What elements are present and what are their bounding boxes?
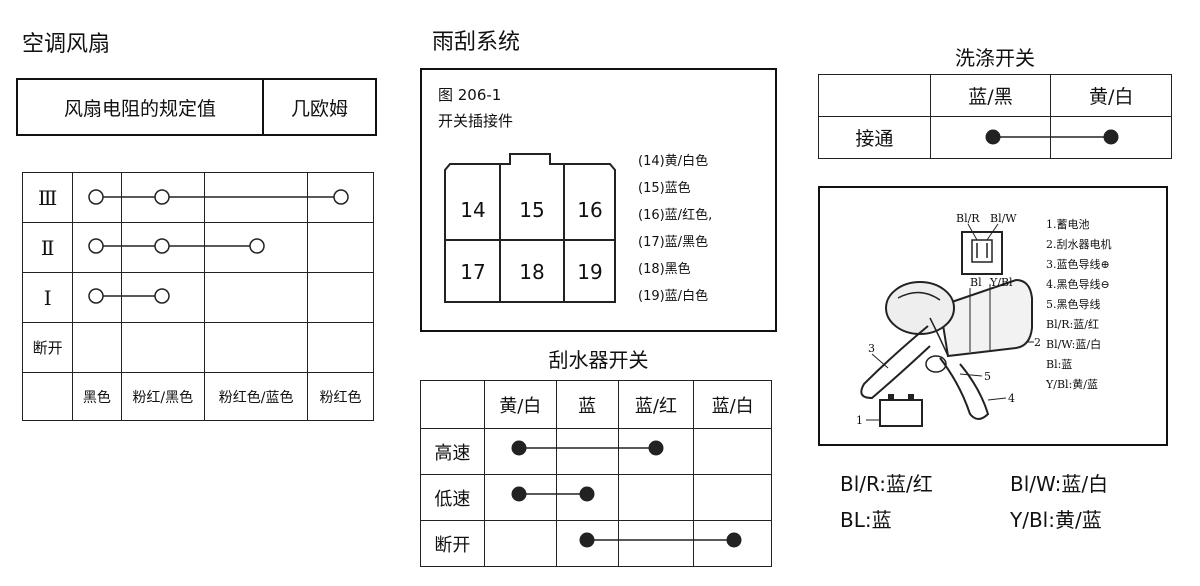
wire-code: Bl/R:蓝/红 <box>840 472 933 496</box>
closed-terminal-icon <box>985 129 1001 145</box>
callout-number: 5 <box>984 370 991 383</box>
wiper-row-label: 高速 <box>420 428 485 475</box>
fan-row-label: Ⅲ <box>21 172 74 223</box>
callout-number: 1 <box>856 414 863 427</box>
wiper-motor-icon <box>860 223 1034 427</box>
ac-fan-title: 空调风扇 <box>22 32 111 57</box>
fan-continuity-overlay <box>88 189 349 304</box>
fan-resistance-value: 几欧姆 <box>290 97 348 120</box>
wiper-motor-diagram: Bl/R Bl/W Bl Y/Bl 1 2 3 4 5 1.蓄电池 2.刮水器电… <box>818 186 1168 446</box>
pin-color: (14)黄/白色 <box>638 154 709 169</box>
closed-terminal-icon <box>1103 129 1119 145</box>
connector-pin: 19 <box>577 260 603 284</box>
open-terminal-icon <box>154 238 170 254</box>
pin-color: (19)蓝/白色 <box>638 289 709 304</box>
wiper-switch-title: 刮水器开关 <box>548 348 649 372</box>
open-terminal-icon <box>249 238 265 254</box>
fan-col-label: 黑色 <box>72 372 122 421</box>
callout-number: 4 <box>1008 392 1015 405</box>
wiper-switch-table: 黄/白 蓝 蓝/红 蓝/白 高速 低速 断开 <box>420 380 772 567</box>
wire-code: Bl/W:蓝/白 <box>1010 472 1109 496</box>
connector-pin: 18 <box>519 260 545 284</box>
figure-label: 图 206-1 <box>438 86 502 104</box>
pin-color: (16)蓝/红色, <box>638 208 713 223</box>
wire-label: Y/Bl <box>990 276 1013 289</box>
closed-terminal-icon <box>579 486 595 502</box>
connector-label: 开关插接件 <box>438 112 514 130</box>
washer-switch-table: 蓝/黑 黄/白 接通 <box>818 74 1172 159</box>
fan-col-label: 粉红/黑色 <box>120 372 206 421</box>
callout-number: 3 <box>868 342 875 355</box>
closed-terminal-icon <box>648 440 664 456</box>
fan-row-label: Ⅱ <box>21 222 74 273</box>
washer-continuity-overlay <box>985 129 1119 145</box>
connector-pin: 17 <box>460 260 486 284</box>
pin-color: (17)蓝/黑色 <box>638 235 709 250</box>
closed-terminal-icon <box>511 486 527 502</box>
connector-pin: 14 <box>460 198 486 222</box>
wiper-col-label: 蓝/白 <box>693 380 772 429</box>
wire-label: Bl/R <box>956 212 980 225</box>
open-terminal-icon <box>154 189 170 205</box>
fan-col-label: 粉红色/蓝色 <box>204 372 309 421</box>
wiper-col-label: 黄/白 <box>483 380 557 429</box>
open-terminal-icon <box>88 288 104 304</box>
wiper-row-label: 断开 <box>420 520 485 567</box>
legend-item: Y/Bl:黄/蓝 <box>1046 378 1098 391</box>
fan-switch-table: Ⅲ Ⅱ Ⅰ 断开 黑色 粉红/黑色 粉红色/蓝色 粉红色 <box>21 172 374 421</box>
connector-pin: 15 <box>519 198 545 222</box>
wiper-continuity-overlay <box>511 440 742 548</box>
washer-row-label: 接通 <box>818 116 931 159</box>
closed-terminal-icon <box>726 532 742 548</box>
open-terminal-icon <box>88 189 104 205</box>
legend-item: 1.蓄电池 <box>1046 218 1090 231</box>
connector-icon <box>444 153 616 303</box>
fan-row-label: 断开 <box>21 322 74 373</box>
fan-resistance-box: 风扇电阻的规定值 几欧姆 <box>16 78 377 136</box>
legend-item: Bl/W:蓝/白 <box>1046 338 1102 351</box>
connector-figure-box: 图 206-1 开关插接件 14 15 16 17 18 19 (14)黄/白色… <box>420 68 777 332</box>
pin-color: (18)黑色 <box>638 262 691 277</box>
legend-item: 4.黑色导线⊖ <box>1046 278 1110 291</box>
connector-pin: 16 <box>577 198 603 222</box>
legend-item: 5.黑色导线 <box>1046 298 1101 311</box>
open-terminal-icon <box>154 288 170 304</box>
wire-code: BL:蓝 <box>840 508 892 532</box>
closed-terminal-icon <box>579 532 595 548</box>
fan-col-label: 粉红色 <box>307 372 374 421</box>
callout-number: 2 <box>1034 336 1041 349</box>
wire-label: Bl/W <box>990 212 1017 225</box>
closed-terminal-icon <box>511 440 527 456</box>
legend-item: Bl:蓝 <box>1046 358 1073 371</box>
wiper-row-label: 低速 <box>420 474 485 521</box>
wiper-col-label: 蓝 <box>555 380 619 429</box>
washer-title: 洗涤开关 <box>955 46 1035 70</box>
wire-label: Bl <box>970 276 982 289</box>
wire-code: Y/Bl:黄/蓝 <box>1010 508 1102 532</box>
legend-item: 2.刮水器电机 <box>1046 238 1112 251</box>
fan-resistance-label: 风扇电阻的规定值 <box>18 80 264 134</box>
wiper-title: 雨刮系统 <box>432 30 521 55</box>
open-terminal-icon <box>88 238 104 254</box>
pin-color: (15)蓝色 <box>638 181 691 196</box>
open-terminal-icon <box>333 189 349 205</box>
wiper-col-label: 蓝/红 <box>617 380 695 429</box>
fan-row-label: Ⅰ <box>21 272 74 323</box>
legend-item: 3.蓝色导线⊕ <box>1046 258 1110 271</box>
legend-item: Bl/R:蓝/红 <box>1046 318 1100 331</box>
